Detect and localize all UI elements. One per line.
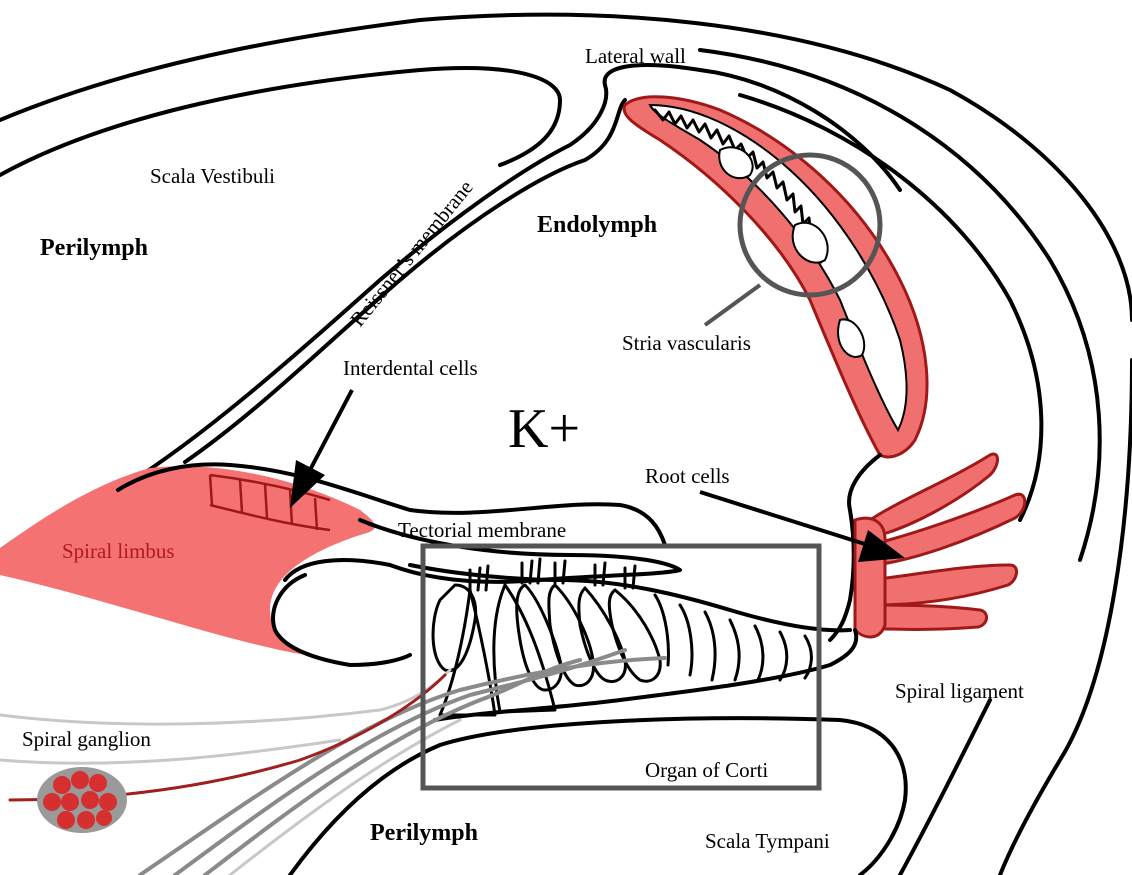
label-root-cells: Root cells [645, 464, 730, 488]
scala-tympani-right-wall [1000, 360, 1132, 875]
label-k-plus: K+ [508, 398, 580, 460]
label-scala-vestibuli: Scala Vestibuli [150, 164, 275, 188]
ganglion-cell [99, 793, 117, 811]
root-cell-3 [870, 565, 1017, 605]
label-tectorial-membrane: Tectorial membrane [398, 518, 566, 542]
pillar-cell-2 [494, 585, 555, 712]
label-spiral-ligament: Spiral ligament [895, 679, 1024, 703]
ganglion-cell [89, 774, 107, 792]
stria-vascularis-tissue [624, 97, 927, 457]
label-spiral-limbus: Spiral limbus [62, 539, 175, 563]
label-organ-of-corti: Organ of Corti [645, 758, 768, 782]
label-scala-tympani: Scala Tympani [705, 829, 830, 853]
label-stria-vascularis: Stria vascularis [622, 331, 751, 355]
ganglion-cell [53, 776, 71, 794]
interdental-arrow-shaft [310, 390, 352, 470]
nerve-light-1 [0, 670, 450, 724]
nerve-fibers [0, 650, 665, 875]
ganglion-cell [71, 771, 89, 789]
ganglion-cell [81, 791, 99, 809]
label-endolymph: Endolymph [537, 212, 657, 238]
stria-pointer-line [705, 285, 760, 325]
scala-tympani-inner-wall [900, 700, 990, 875]
ganglion-cell [57, 811, 75, 829]
root-cells-arrow-shaft [700, 492, 868, 545]
stria-vascularis [624, 97, 927, 457]
label-reissners-membrane: Reissner’s membrane [345, 175, 478, 331]
ganglion-cell [61, 793, 79, 811]
label-perilymph-top: Perilymph [40, 235, 148, 261]
outer-wall-inner [0, 68, 560, 175]
ganglion-cell [43, 793, 61, 811]
ganglion-cell [96, 810, 112, 826]
support-cells-row [655, 595, 811, 680]
ganglion-cell [77, 811, 95, 829]
label-spiral-ganglion: Spiral ganglion [22, 727, 151, 751]
spiral-ganglion [37, 767, 127, 833]
label-perilymph-bottom: Perilymph [370, 820, 478, 846]
label-lateral-wall: Lateral wall [585, 44, 686, 68]
label-interdental-cells: Interdental cells [343, 356, 478, 380]
